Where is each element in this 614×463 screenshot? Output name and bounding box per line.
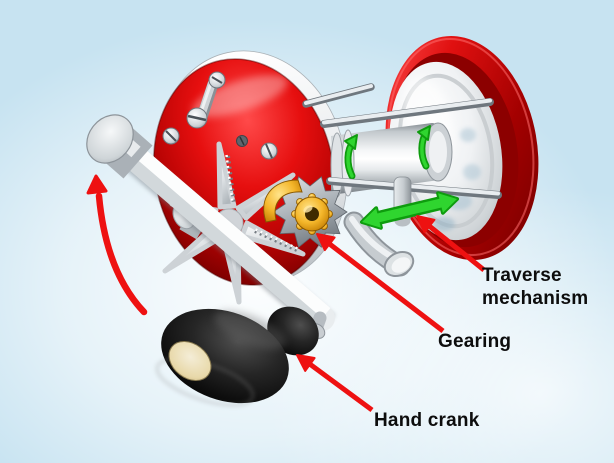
crank-counterweight-cap: [86, 114, 153, 179]
spool-rotation-arrows: [344, 125, 431, 180]
knob-end-face: [168, 341, 212, 381]
label-traverse-mechanism: Traverse mechanism: [482, 264, 588, 310]
screw: [236, 135, 248, 147]
traverse-pointer-arrow: [416, 215, 486, 272]
hand-crank-knob: [155, 306, 319, 407]
gold-pinion-gear: [291, 193, 333, 235]
frame-rod: [302, 83, 375, 108]
plate-screws-and-lever: [162, 71, 278, 160]
reel-foot-tube: [343, 211, 415, 277]
crank-arm: [86, 114, 335, 339]
frame-rods: [302, 83, 494, 128]
gold-worm-gear: [263, 179, 303, 223]
traverse-double-arrow: [360, 191, 459, 230]
screw: [162, 127, 180, 145]
label-hand-crank: Hand crank: [374, 410, 480, 431]
label-traverse-line2: mechanism: [482, 288, 589, 309]
worm-shaft: [326, 177, 502, 199]
knurl-texture: [225, 154, 299, 252]
gearing-pointer-arrow: [316, 233, 445, 333]
drive-gearing: [263, 176, 348, 248]
label-gearing: Gearing: [438, 331, 512, 352]
hand-crank-pointer-arrow: [296, 354, 374, 413]
crank-rotation-arrow: [86, 174, 148, 316]
screw: [186, 107, 208, 129]
traverse-mechanism: [326, 176, 502, 277]
screw: [260, 142, 278, 160]
annotation-arrows: [86, 174, 486, 413]
frame-rod: [320, 98, 494, 128]
disc-reflection-smudges: [433, 128, 481, 231]
label-traverse-line1: Traverse: [482, 265, 562, 286]
